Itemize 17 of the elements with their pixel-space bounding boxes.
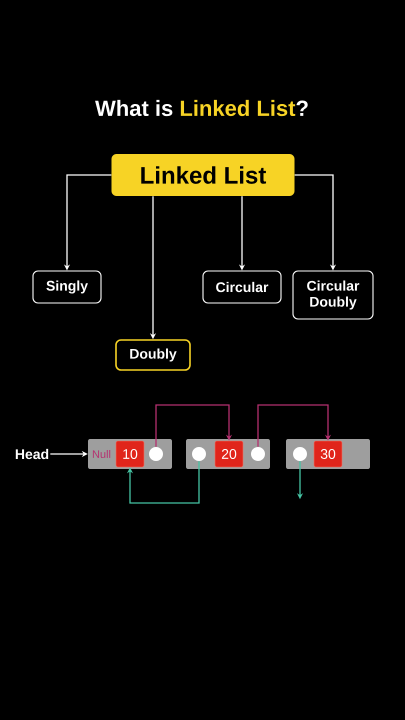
pointer-dot (293, 447, 307, 461)
pointer-dot (192, 447, 206, 461)
arrow (155, 404, 232, 447)
type-box: Circular Doubly (292, 270, 374, 320)
type-box: Doubly (115, 339, 191, 371)
title-box: Linked List (112, 154, 294, 196)
head-label: Head (16, 448, 48, 460)
value-box: 10 (116, 440, 144, 468)
value-box: 20 (214, 440, 244, 468)
arrow (257, 404, 332, 447)
pointer-dot (149, 447, 163, 461)
arrow (126, 461, 200, 504)
type-box: Singly (32, 270, 102, 304)
value-box: 30 (314, 440, 342, 468)
pointer-dot (251, 447, 265, 461)
title: What is Linked List? (95, 100, 308, 116)
type-box: Circular (202, 270, 282, 304)
